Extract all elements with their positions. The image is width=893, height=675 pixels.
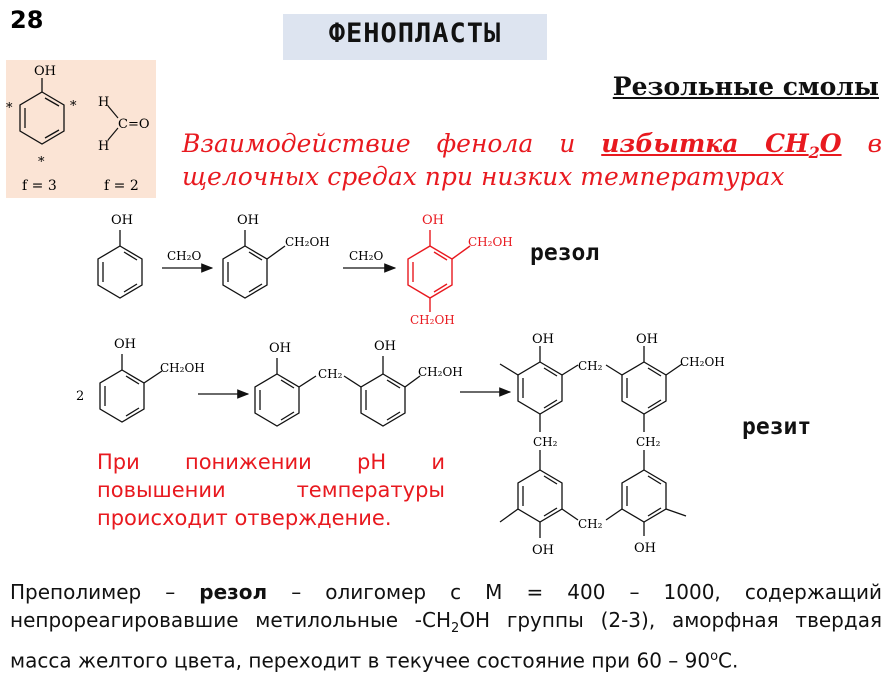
monomer-phenol-oh: OH xyxy=(34,64,56,79)
resol-label: резол xyxy=(530,240,600,266)
r2-reactant xyxy=(99,354,163,423)
cure-line1: При понижении pH и xyxy=(97,450,445,474)
resit-label: резит xyxy=(742,414,812,440)
monomer-phenol-f: f = 3 xyxy=(22,178,57,194)
r1-product-ch2oh-right: CH₂OH xyxy=(468,235,513,249)
formaldehyde-c: C=O xyxy=(118,117,150,132)
highlight-text: избытка CH xyxy=(601,129,809,158)
r1-reagent1: CH₂O xyxy=(167,249,201,263)
r1-phenol-oh: OH xyxy=(111,213,133,228)
monomer-phenol xyxy=(19,78,65,145)
description-highlight: избытка CH2O xyxy=(601,129,842,162)
r2-dimer-oh-right: OH xyxy=(374,339,396,354)
resit-oh-top-right: OH xyxy=(636,332,658,347)
r1-phenol xyxy=(97,230,143,299)
active-site-mark-right: * xyxy=(70,99,77,114)
resit-oh-bottom-right: OH xyxy=(634,541,656,556)
r2-dimer xyxy=(254,356,421,427)
footer-part2: – олигомер с М = 400 – 1000, содержащий … xyxy=(10,580,882,632)
r1-reagent2: CH₂O xyxy=(349,249,383,263)
resit-ch2-left: CH₂ xyxy=(533,435,558,449)
r1-intermediate-oh: OH xyxy=(237,213,259,228)
r2-dimer-ch2: CH₂ xyxy=(318,367,343,381)
footer-part1: Преполимер – xyxy=(10,580,200,604)
highlight-end: O xyxy=(819,129,842,158)
description-line2: щелочных средах при низких температурах xyxy=(182,162,785,191)
r2-reactant-ch2oh: CH₂OH xyxy=(160,361,205,375)
slide-number: 28 xyxy=(10,6,44,34)
description-line1: Взаимодействие фенола и избытка CH2O в xyxy=(182,126,882,171)
footer-part4: С. xyxy=(718,648,739,673)
r2-coefficient: 2 xyxy=(76,389,84,404)
subtitle: Резольные смолы xyxy=(612,72,879,101)
footer-bold: резол xyxy=(199,580,268,604)
r2-dimer-oh-left: OH xyxy=(269,341,291,356)
resit-oh-bottom-left: OH xyxy=(532,543,554,558)
footer-sup: o xyxy=(710,649,719,664)
resit-oh-top-left: OH xyxy=(532,332,554,347)
r1-intermediate-ch2oh: CH₂OH xyxy=(285,235,330,249)
title-box xyxy=(283,14,547,60)
highlight-sub: 2 xyxy=(808,143,820,162)
page-title: ФЕНОПЛАСТЫ xyxy=(328,18,502,49)
description-part1: Взаимодействие фенола и xyxy=(182,129,602,158)
active-site-mark-left: * xyxy=(6,101,13,116)
r1-product-oh: OH xyxy=(422,213,444,228)
active-site-mark-bottom: * xyxy=(38,155,45,170)
resit-ch2-right: CH₂ xyxy=(636,435,661,449)
footer-sub: 2 xyxy=(451,621,460,636)
r1-intermediate xyxy=(222,230,286,299)
r1-product-ch2oh-bottom: CH₂OH xyxy=(410,313,455,327)
formaldehyde-h-top: H xyxy=(98,95,109,110)
cure-text: При понижении pH и повышении температуры… xyxy=(97,448,445,532)
monomer-box xyxy=(6,60,156,198)
r2-dimer-ch2oh: CH₂OH xyxy=(418,365,463,379)
resit-network xyxy=(499,346,687,538)
resit-ch2-bottom: CH₂ xyxy=(578,517,603,531)
monomer-formaldehyde-f: f = 2 xyxy=(104,178,139,194)
formaldehyde-h-bottom: H xyxy=(98,139,109,154)
r2-reactant-oh: OH xyxy=(114,337,136,352)
resit-ch2-top: CH₂ xyxy=(578,359,603,373)
cure-line3: происходит отверждение. xyxy=(97,506,392,530)
r1-product xyxy=(407,230,471,312)
formaldehyde-bonds xyxy=(107,105,119,141)
resit-ch2oh: CH₂OH xyxy=(680,355,725,369)
cure-line2: повышении температуры xyxy=(97,478,445,502)
description-part2: в xyxy=(841,129,883,158)
